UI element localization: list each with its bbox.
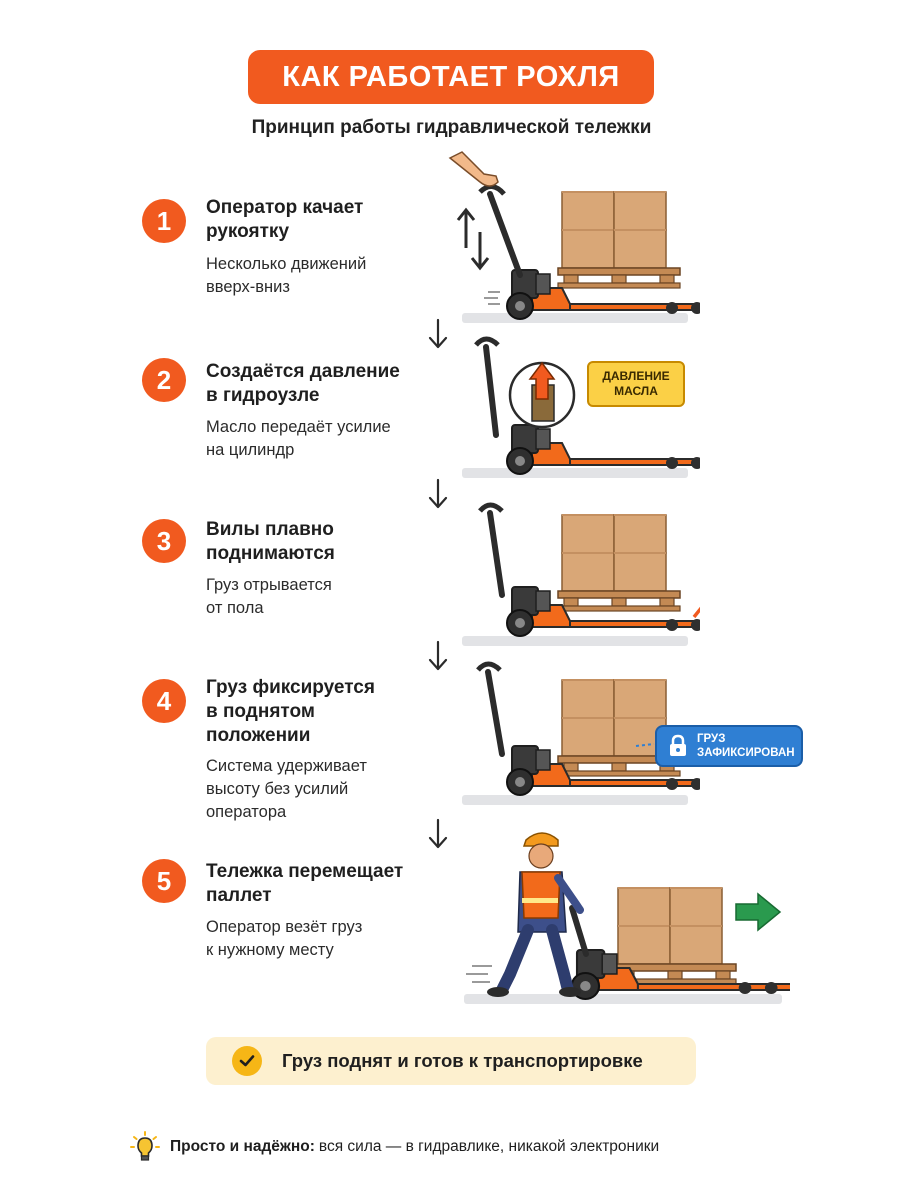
- truck-handle: [485, 669, 505, 757]
- step-title: Груз фиксируется в поднятом положении: [206, 677, 375, 746]
- cargo-boxes: [561, 191, 667, 269]
- step-number: 3: [142, 519, 186, 563]
- step-description: Несколько движений вверх-вниз: [206, 255, 367, 296]
- step-title: Вилы плавно поднимаются: [206, 519, 335, 564]
- floor: [462, 468, 688, 478]
- cargo-boxes: [617, 887, 723, 965]
- step-title: Оператор качает рукоятку: [206, 197, 364, 242]
- lightbulb-icon: [130, 1131, 160, 1161]
- step-number: 5: [142, 859, 186, 903]
- truck-handle: [487, 510, 505, 598]
- step-4-illustration: [462, 661, 700, 805]
- oil-pressure-badge: ДАВЛЕНИЕ МАСЛА: [587, 361, 685, 407]
- footer-note: Просто и надёжно: вся сила — в гидравлик…: [130, 1130, 830, 1164]
- step-title: Создаётся давление в гидроузле: [206, 361, 400, 406]
- floor: [462, 636, 688, 646]
- step-title: Тележка перемещает паллет: [206, 861, 404, 906]
- hand-icon: [448, 151, 499, 187]
- worker-figure: [487, 832, 584, 997]
- step-3-illustration: [462, 502, 700, 646]
- result-banner: Груз поднят и готов к транспортировке: [206, 1037, 696, 1085]
- step-description: Оператор везёт груз к нужному месту: [206, 918, 363, 959]
- motion-lines: [484, 291, 500, 305]
- pallet: [557, 267, 681, 289]
- step-number: 2: [142, 358, 186, 402]
- load-locked-badge: ГРУЗ ЗАФИКСИРОВАН: [655, 725, 803, 767]
- pallet-truck: [506, 424, 700, 475]
- step-2-illustration: [462, 336, 700, 478]
- check-icon: [232, 1046, 262, 1076]
- hard-hat-icon: [522, 832, 559, 847]
- result-text: Груз поднят и готов к транспортировке: [282, 1050, 643, 1071]
- step-number: 4: [142, 679, 186, 723]
- floor: [462, 795, 688, 805]
- lock-icon: [670, 734, 686, 756]
- step-description: Груз отрывается от пола: [206, 576, 332, 617]
- truck-handle: [487, 191, 523, 278]
- footer-bold: Просто и надёжно:: [170, 1138, 315, 1155]
- floor: [464, 994, 782, 1004]
- page-title: КАК РАБОТАЕТ РОХЛЯ: [248, 50, 654, 104]
- truck-handle: [569, 905, 589, 957]
- move-arrow-icon: [735, 892, 782, 932]
- cargo-boxes: [561, 514, 667, 592]
- pallet: [557, 590, 681, 612]
- step-description: Система удерживает высоту без усилий опе…: [206, 757, 367, 821]
- truck-handle: [483, 344, 499, 438]
- pressure-arrow-icon: [528, 361, 556, 400]
- motion-lines: [466, 965, 492, 983]
- load-locked-text: ГРУЗ ЗАФИКСИРОВАН: [697, 733, 795, 759]
- floor: [462, 313, 688, 323]
- page-subtitle: Принцип работы гидравлической тележки: [251, 117, 652, 138]
- step-description: Масло передаёт усилие на цилиндр: [206, 418, 391, 459]
- step-1-illustration: [448, 151, 700, 323]
- arrow-down-icon: [428, 818, 448, 849]
- step-5-illustration: [464, 832, 790, 1004]
- lift-arrow-icon: [692, 606, 700, 619]
- up-down-arrows-icon: [456, 207, 490, 271]
- step-number: 1: [142, 199, 186, 243]
- footer-text: вся сила — в гидравлике, никакой электро…: [318, 1138, 660, 1155]
